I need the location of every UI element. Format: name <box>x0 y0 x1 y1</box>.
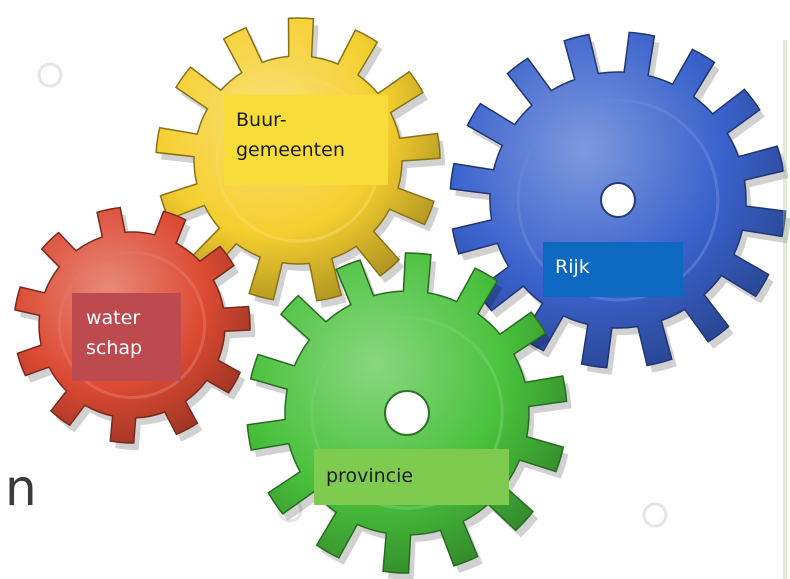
label-provincie: provincie <box>314 449 509 505</box>
right-edge-strip <box>783 40 787 579</box>
watermark-swirl-icon <box>644 504 666 526</box>
label-buurgemeenten-line-2: gemeenten <box>236 135 388 165</box>
label-provincie-text: provincie <box>326 461 509 491</box>
gear-green-hole <box>385 391 429 435</box>
watermark-swirl-icon <box>39 64 61 86</box>
label-waterschap: water schap <box>72 293 181 381</box>
label-waterschap-line-1: water <box>86 303 181 333</box>
label-rijk-text: Rijk <box>555 252 683 282</box>
label-buurgemeenten-line-1: Buur- <box>236 105 388 135</box>
partial-heading-letter: n <box>5 458 37 518</box>
label-rijk: Rijk <box>543 242 683 297</box>
gear-green <box>247 253 571 579</box>
gear-blue-hole <box>601 183 635 217</box>
gear-blue <box>450 32 790 374</box>
label-waterschap-line-2: schap <box>86 333 181 363</box>
label-buurgemeenten: Buur- gemeenten <box>224 95 388 185</box>
